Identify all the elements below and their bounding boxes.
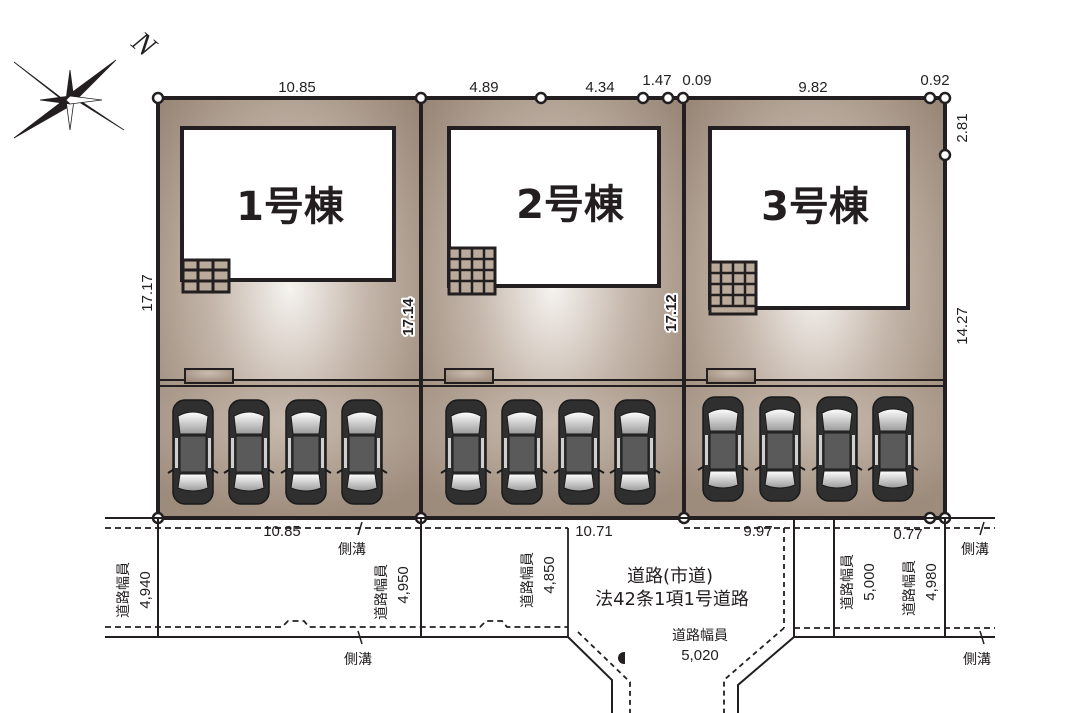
car-icon — [867, 396, 919, 502]
gutter-label: 側溝 — [338, 542, 366, 558]
road-width-label: 道路幅員 — [902, 560, 918, 616]
north-label: N — [125, 24, 164, 64]
balcony-grid-1 — [181, 258, 231, 294]
dim-left: 17.17 — [139, 274, 156, 312]
building-1 — [180, 126, 396, 282]
car-icon — [280, 399, 332, 505]
building-1-label: 1号棟 — [236, 184, 345, 230]
dim-top-6: 9.82 — [798, 79, 827, 96]
balcony-grid-2 — [447, 246, 497, 296]
road-width-annotations: 道路幅員 4,940 道路幅員 4,950 道路幅員 4,850 道路幅員 5,… — [116, 552, 940, 620]
dim-top-1: 10.85 — [278, 79, 316, 96]
dim-lot1-right: 17.14 — [400, 298, 417, 336]
dim-lot2-right: 17.12 — [663, 294, 680, 332]
road-width-value: 4,980 — [923, 563, 940, 601]
building-3-label: 3号棟 — [761, 184, 870, 230]
balcony-grid-3 — [708, 260, 758, 316]
car-icon — [697, 396, 749, 502]
dim-top-3: 4.34 — [585, 79, 614, 96]
road-width-value: 4,950 — [395, 566, 412, 604]
dim-top-2: 4.89 — [469, 79, 498, 96]
car-icon — [811, 396, 863, 502]
road-width-label: 道路幅員 — [116, 562, 132, 618]
dim-bottom-1: 10.85 — [263, 523, 301, 540]
dim-right-2: 14.27 — [954, 307, 971, 345]
car-icon — [336, 399, 388, 505]
car-icon — [440, 399, 492, 505]
road — [105, 517, 995, 713]
building-2-label: 2号棟 — [516, 182, 625, 228]
road-name: 道路(市道) — [627, 566, 713, 587]
car-icon — [754, 396, 806, 502]
dim-top-5: 0.09 — [682, 72, 711, 89]
road-width-value: 4,850 — [541, 556, 558, 594]
road-legal-status: 法42条1項1号道路 — [595, 589, 749, 610]
road-width-label: 道路幅員 — [672, 628, 728, 644]
dim-right-1: 2.81 — [954, 113, 971, 142]
gutter-label: 側溝 — [344, 652, 372, 668]
road-width-label: 道路幅員 — [840, 554, 856, 610]
gutter-label: 側溝 — [961, 542, 989, 558]
car-icon — [553, 399, 605, 505]
road-width-label: 道路幅員 — [374, 564, 390, 620]
road-width-label: 道路幅員 — [520, 552, 536, 608]
gutter-label: 側溝 — [963, 652, 991, 668]
road-width-value: 4,940 — [137, 571, 154, 609]
dim-bottom-4: 0.77 — [893, 526, 922, 543]
car-icon — [496, 399, 548, 505]
car-icon — [609, 399, 661, 505]
compass-rose-icon: N — [13, 24, 164, 139]
dim-bottom-3: 9.97 — [743, 523, 772, 540]
car-icon — [167, 399, 219, 505]
car-icon — [223, 399, 275, 505]
dim-top-4: 1.47 — [642, 72, 671, 89]
dim-top-7: 0.92 — [920, 72, 949, 89]
dim-bottom-2: 10.71 — [575, 523, 613, 540]
road-width-value: 5,000 — [861, 563, 878, 601]
road-width-value: 5,020 — [681, 647, 719, 664]
